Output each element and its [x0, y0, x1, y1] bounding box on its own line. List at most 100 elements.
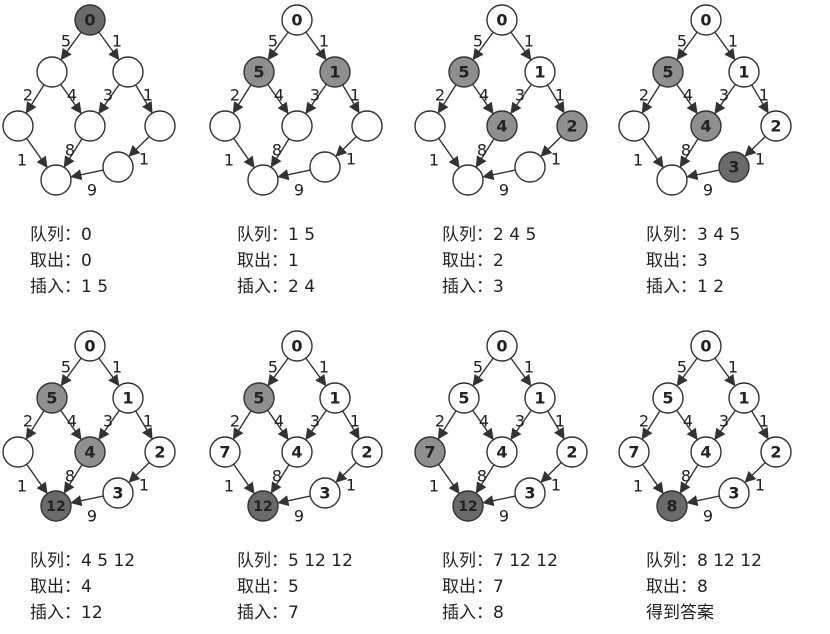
node-n7	[102, 151, 134, 183]
node-n5	[760, 436, 792, 468]
edge-weight-n0-n1: 5	[61, 32, 71, 51]
panel-text-line-2: 取出：0	[30, 251, 92, 271]
edge-weight-n0-n1: 5	[473, 32, 483, 51]
panel-text-line-3: 插入：12	[30, 603, 103, 623]
edge-n7-n6	[70, 495, 104, 507]
edge-weight-n2-n5: 1	[759, 86, 769, 105]
edge-weight-n4-n6: 8	[65, 141, 75, 160]
node-label-n3: 7	[628, 443, 639, 462]
edge-n4-n6	[63, 138, 83, 168]
node-n6	[247, 490, 279, 522]
node-label-n7: 3	[524, 484, 535, 503]
edge-weight-n1-n4: 4	[479, 86, 489, 105]
edge-n1-n3	[641, 84, 661, 114]
edge-n3-n6	[26, 463, 48, 495]
edge-weight-n7-n6: 9	[499, 507, 509, 526]
edge-n3-n6	[642, 463, 664, 495]
node-n6	[452, 164, 484, 196]
edge-weight-n5-n7: 1	[755, 150, 765, 169]
edge-weight-n1-n4: 4	[479, 412, 489, 431]
edge-weight-n2-n5: 1	[555, 412, 565, 431]
node-label-n0: 0	[291, 337, 302, 356]
edge-weight-n1-n3: 2	[230, 412, 240, 431]
edge-weight-n3-n6: 1	[224, 151, 234, 170]
node-label-n0: 0	[496, 337, 507, 356]
edge-n0-n1	[267, 357, 289, 387]
edge-n2-n5	[751, 410, 769, 440]
edge-weight-n7-n6: 9	[703, 507, 713, 526]
node-n4	[281, 436, 313, 468]
node-label-n5: 2	[770, 443, 781, 462]
edge-weight-n1-n4: 4	[67, 412, 77, 431]
node-n7	[514, 477, 546, 509]
edge-n0-n2	[98, 31, 120, 61]
node-label-n7: 3	[728, 158, 739, 177]
edge-n2-n5	[135, 410, 153, 440]
panel-text-line-2: 取出：8	[646, 577, 708, 597]
edge-weight-n4-n6: 8	[477, 141, 487, 160]
node-n3	[209, 436, 241, 468]
edge-n1-n4	[267, 83, 289, 115]
edge-n3-n6	[233, 137, 255, 169]
node-n6	[40, 164, 72, 196]
node-n4	[690, 436, 722, 468]
edge-n2-n5	[751, 84, 769, 114]
edge-n0-n1	[267, 31, 289, 61]
edge-weight-n2-n5: 1	[350, 412, 360, 431]
edge-n7-n6	[277, 495, 311, 507]
edge-weight-n4-n6: 8	[681, 467, 691, 486]
node-n5	[556, 436, 588, 468]
node-label-n4: 4	[84, 443, 95, 462]
node-label-n6: 12	[458, 499, 477, 515]
edge-weight-n1-n3: 2	[435, 86, 445, 105]
node-label-n1: 5	[253, 63, 264, 82]
node-label-n5: 2	[770, 117, 781, 136]
edge-n1-n4	[60, 409, 82, 441]
panel-text-line-3: 插入：1 2	[646, 277, 724, 297]
node-n5	[144, 436, 176, 468]
node-label-n1: 5	[662, 63, 673, 82]
panel-text-line-3: 得到答案	[646, 603, 714, 623]
edge-weight-n5-n7: 1	[139, 476, 149, 495]
edge-n0-n1	[472, 31, 494, 61]
edge-weight-n2-n5: 1	[143, 412, 153, 431]
node-n5	[351, 110, 383, 142]
node-label-n4: 4	[291, 443, 302, 462]
edge-n3-n6	[233, 463, 255, 495]
panel-text-line-1: 队列：5 12 12	[237, 551, 353, 571]
edge-weight-n7-n6: 9	[499, 181, 509, 200]
node-n3	[2, 110, 34, 142]
node-label-n2: 1	[122, 389, 133, 408]
panel-text-line-1: 队列：3 4 5	[646, 225, 740, 245]
edge-n5-n7	[335, 461, 357, 483]
edge-weight-n3-n6: 1	[17, 151, 27, 170]
edge-weight-n0-n1: 5	[677, 358, 687, 377]
edge-n0-n2	[714, 357, 736, 387]
panel-text-line-1: 队列：7 12 12	[442, 551, 558, 571]
node-n7	[309, 477, 341, 509]
node-n0	[690, 330, 722, 362]
edge-n1-n3	[25, 410, 45, 440]
edge-n7-n6	[482, 495, 516, 507]
edge-weight-n0-n2: 1	[319, 32, 329, 51]
edge-weight-n1-n3: 2	[230, 86, 240, 105]
edge-weight-n7-n6: 9	[294, 181, 304, 200]
edge-weight-n3-n6: 1	[224, 477, 234, 496]
edge-weight-n5-n7: 1	[551, 150, 561, 169]
node-n5	[351, 436, 383, 468]
edge-n2-n5	[547, 410, 565, 440]
edge-n1-n3	[25, 84, 45, 114]
node-n3	[618, 436, 650, 468]
panel-text-line-1: 队列：4 5 12	[30, 551, 135, 571]
edge-weight-n7-n6: 9	[294, 507, 304, 526]
node-n1	[243, 382, 275, 414]
edge-n4-n6	[270, 464, 290, 494]
edge-n4-n6	[475, 138, 495, 168]
node-label-n1: 5	[46, 389, 57, 408]
edge-n1-n4	[267, 409, 289, 441]
edge-n0-n1	[472, 357, 494, 387]
node-n1	[36, 382, 68, 414]
edge-n2-n4	[305, 409, 327, 441]
